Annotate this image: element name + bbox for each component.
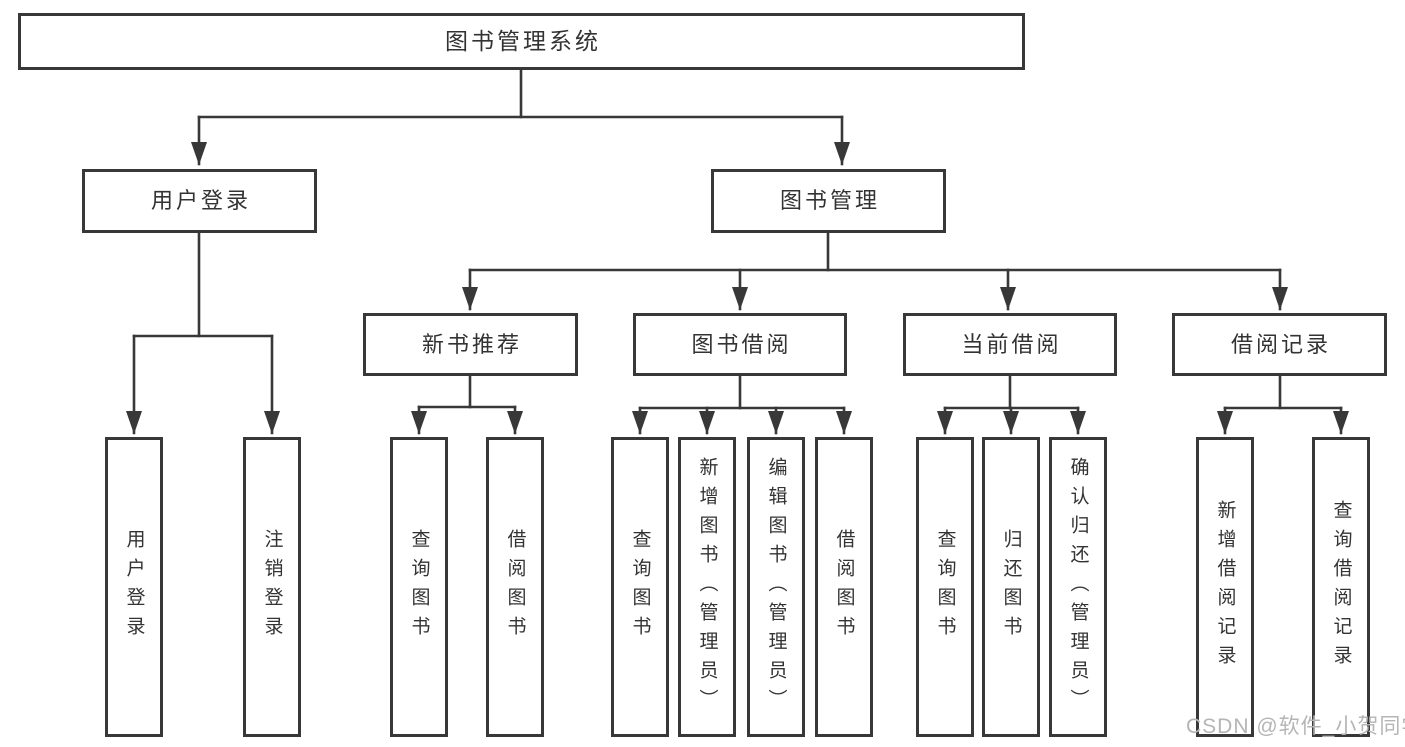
node-leaf-add-borrow-record: 新增借阅记录	[1196, 437, 1254, 737]
node-label-group-new-book-recommend: 新书推荐	[421, 331, 522, 357]
node-leaf-add-book-admin: 新增图书（管理员）	[678, 437, 736, 737]
node-label-leaf-logout: 注销登录	[261, 529, 283, 645]
node-group-book-borrow: 图书借阅	[633, 313, 847, 376]
node-leaf-confirm-return-admin: 确认归还（管理员）	[1049, 437, 1107, 737]
node-label-leaf-add-borrow-record: 新增借阅记录	[1214, 500, 1236, 674]
node-root: 图书管理系统	[18, 13, 1025, 70]
node-group-new-book-recommend: 新书推荐	[363, 313, 578, 376]
node-branch-user-login: 用户登录	[82, 169, 317, 233]
node-label-branch-book-management: 图书管理	[779, 188, 880, 213]
node-leaf-borrow-book: 借阅图书	[815, 437, 873, 737]
node-leaf-borrow-query-book: 查询图书	[611, 437, 669, 737]
node-leaf-recommend-query-book: 查询图书	[390, 437, 448, 737]
node-label-leaf-recommend-borrow-book: 借阅图书	[504, 529, 526, 645]
node-label-group-borrow-record: 借阅记录	[1230, 331, 1331, 357]
node-label-leaf-user-login: 用户登录	[123, 529, 145, 645]
node-label-leaf-confirm-return-admin: 确认归还（管理员）	[1067, 456, 1089, 718]
node-label-group-book-borrow: 图书借阅	[691, 331, 792, 357]
node-label-leaf-return-book: 归还图书	[1000, 529, 1022, 645]
node-label-leaf-borrow-query-book: 查询图书	[629, 529, 651, 645]
node-leaf-return-book: 归还图书	[982, 437, 1040, 737]
node-label-root: 图书管理系统	[445, 28, 601, 54]
node-group-borrow-record: 借阅记录	[1172, 313, 1387, 376]
watermark: CSDN @软件_小贺同学	[1186, 715, 1405, 738]
node-label-leaf-edit-book-admin: 编辑图书（管理员）	[765, 456, 787, 718]
node-label-leaf-query-borrow-record: 查询借阅记录	[1330, 500, 1352, 674]
node-leaf-recommend-borrow-book: 借阅图书	[486, 437, 544, 737]
node-branch-book-management: 图书管理	[711, 169, 946, 233]
node-label-leaf-add-book-admin: 新增图书（管理员）	[696, 456, 718, 718]
node-group-current-borrow: 当前借阅	[903, 313, 1117, 376]
node-leaf-user-login: 用户登录	[105, 437, 163, 737]
node-leaf-logout: 注销登录	[243, 437, 301, 737]
node-label-leaf-borrow-book: 借阅图书	[833, 529, 855, 645]
node-label-branch-user-login: 用户登录	[150, 188, 251, 213]
node-leaf-current-query-book: 查询图书	[916, 437, 974, 737]
node-leaf-edit-book-admin: 编辑图书（管理员）	[747, 437, 805, 737]
node-leaf-query-borrow-record: 查询借阅记录	[1312, 437, 1370, 737]
node-label-group-current-borrow: 当前借阅	[961, 331, 1062, 357]
node-label-leaf-current-query-book: 查询图书	[934, 529, 956, 645]
node-label-leaf-recommend-query-book: 查询图书	[408, 529, 430, 645]
